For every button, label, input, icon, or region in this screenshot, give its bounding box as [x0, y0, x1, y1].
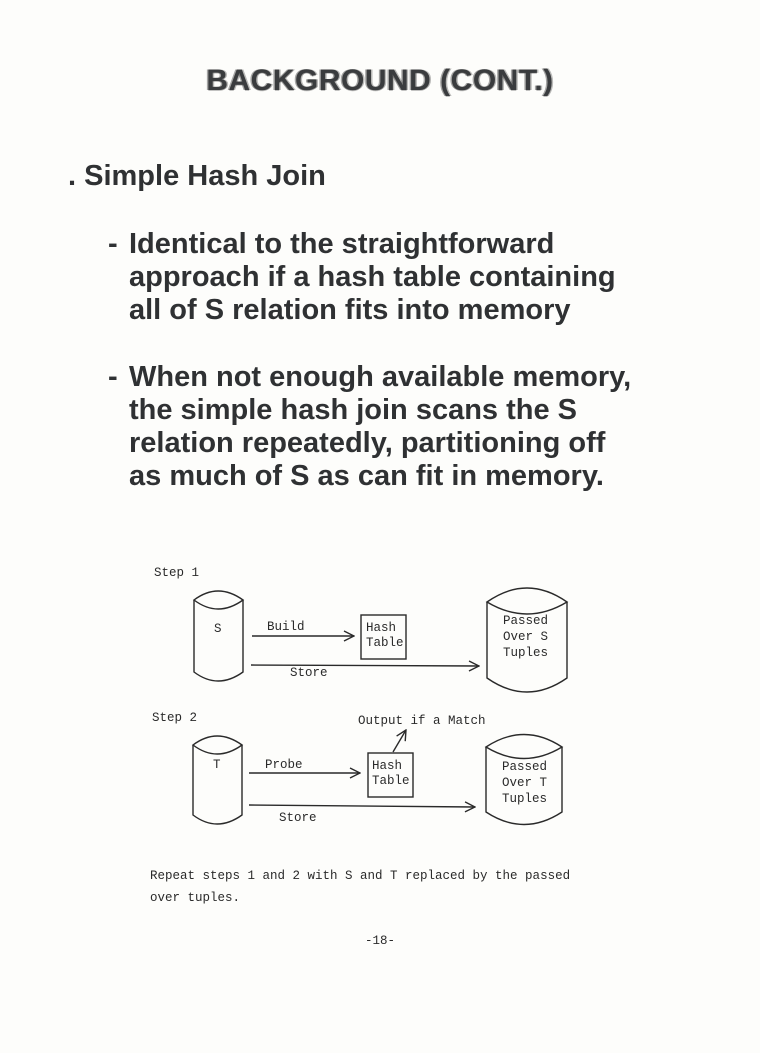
step2-label: Step 2	[152, 711, 198, 725]
bullet-item: - When not enough available memory, the …	[108, 361, 708, 493]
output-arrow	[392, 730, 406, 753]
passed-s-label: Tuples	[503, 646, 549, 660]
build-label: Build	[267, 620, 305, 634]
hash-table-box-2	[367, 752, 414, 798]
passed-t-label: Tuples	[502, 792, 548, 806]
bullet-line: Identical to the straightforward	[129, 228, 555, 260]
passed-t-label: Passed	[502, 760, 548, 774]
cylinder-t-label: T	[213, 758, 221, 772]
store-arrow-1	[250, 665, 479, 666]
passed-s-label: Passed	[503, 614, 549, 628]
cylinder-s	[192, 590, 245, 682]
caption-line: over tuples.	[150, 891, 241, 905]
bullet-line: approach if a hash table containing	[129, 261, 616, 293]
bullet-item: - Identical to the straightforward appro…	[108, 228, 708, 327]
page-number: -18-	[364, 934, 395, 948]
hash-table-label-1: Table	[366, 636, 404, 650]
page-title: BACKGROUND (CONT.)	[206, 64, 554, 97]
cylinder-passed-t	[484, 733, 564, 826]
hash-table-box-1	[360, 614, 407, 660]
caption-line: Repeat steps 1 and 2 with S and T replac…	[150, 869, 571, 883]
bullet-marker: -	[108, 228, 118, 260]
passed-s-label: Over S	[503, 630, 549, 644]
probe-label: Probe	[265, 758, 303, 772]
bullet-line: When not enough available memory,	[129, 361, 632, 393]
output-label: Output if a Match	[358, 714, 486, 728]
store-arrow-2	[248, 805, 475, 807]
bullet-line: the simple hash join scans the S	[129, 394, 578, 426]
store-label-2: Store	[279, 811, 317, 825]
hash-table-label-2: Hash	[372, 759, 403, 773]
bullet-marker: -	[108, 361, 118, 393]
cylinder-t	[191, 735, 244, 825]
bullet-line: as much of S as can fit in memory.	[129, 460, 604, 492]
hash-table-label-1: Hash	[366, 621, 397, 635]
section-heading: . Simple Hash Join	[68, 160, 326, 192]
store-label-1: Store	[290, 666, 328, 680]
hash-table-label-2: Table	[372, 774, 410, 788]
bullet-line: relation repeatedly, partitioning off	[129, 427, 606, 459]
cylinder-passed-s	[485, 587, 569, 693]
bullet-line: all of S relation fits into memory	[129, 294, 571, 326]
cylinder-s-label: S	[214, 622, 222, 636]
passed-t-label: Over T	[502, 776, 548, 790]
diagram-caption: Repeat steps 1 and 2 with S and T replac…	[150, 865, 570, 909]
step1-label: Step 1	[154, 566, 200, 580]
